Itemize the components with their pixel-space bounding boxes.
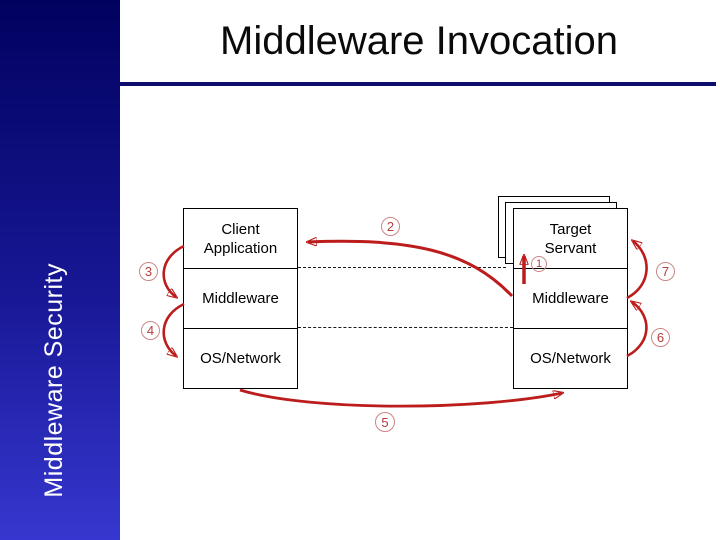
server-middleware-box: Middleware [514,269,627,329]
client-middleware-box: Middleware [184,269,297,329]
client-os-network-box: OS/Network [184,329,297,388]
step-badge-3: 3 [139,262,158,281]
arrow-3-app-to-middleware [162,244,185,297]
slide-title: Middleware Invocation [220,19,618,63]
server-middleware-label: Middleware [532,290,609,307]
step-badge-1: 1 [531,256,547,272]
layer-boundary-dashed-line-bottom [298,327,513,328]
layer-boundary-dashed-line-top [298,267,506,268]
server-os-network-box: OS/Network [514,329,627,388]
step-badge-4: 4 [141,321,160,340]
arrow-4-middleware-to-os [162,302,185,356]
step-badge-5: 5 [375,412,395,432]
client-middleware-label: Middleware [202,290,279,307]
server-os-network-label: OS/Network [530,350,611,367]
step-badge-6: 6 [651,328,670,347]
client-stack: Client Application Middleware OS/Network [183,208,298,389]
client-application-box: Client Application [184,209,297,269]
sidebar: Middleware Security [0,0,120,540]
client-application-label: Client Application [203,220,278,257]
title-divider [120,82,716,86]
server-stack: Target Servant Middleware OS/Network [513,208,628,389]
arrow-5-network-transfer [239,388,562,408]
step-badge-7: 7 [656,262,675,281]
target-servant-box: Target Servant [514,209,627,269]
step-badge-2: 2 [381,217,400,236]
target-servant-label: Target Servant [544,220,597,257]
sidebar-title: Middleware Security [40,263,68,498]
server-stack-group: Target Servant Middleware OS/Network [498,196,638,392]
client-os-network-label: OS/Network [200,350,281,367]
arrow-2-reply [308,241,514,298]
